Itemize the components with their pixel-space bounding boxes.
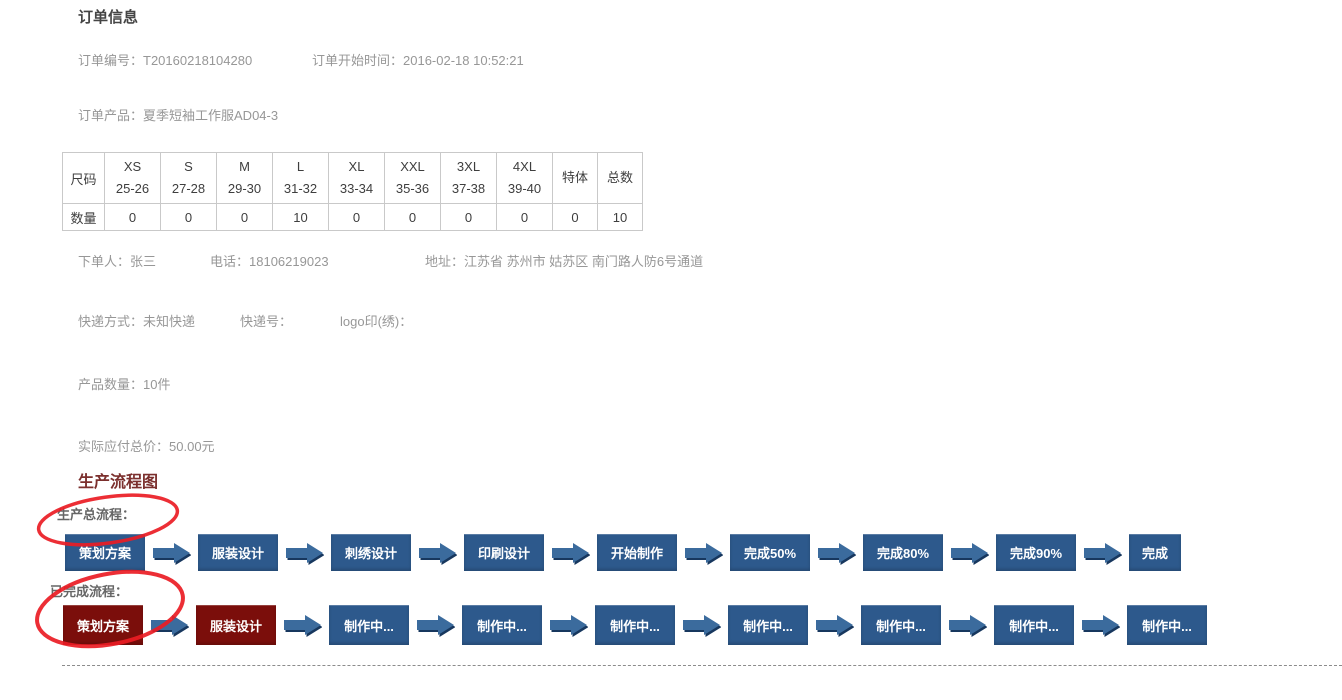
quantity-cell: 0 [104,203,161,231]
flow-arrow-icon [411,540,464,566]
flow-arrow-icon [808,612,861,638]
flow-step-box: 开始制作 [597,534,677,571]
total-price-label: 实际应付总价： [78,439,170,454]
order-product-field: 订单产品：夏季短袖工作服AD04-3 [78,105,278,124]
flow-step-box: 策划方案 [65,534,145,571]
flow-step-box: 制作中... [462,605,542,645]
shipping-method-value: 未知快递 [143,314,196,329]
product-quantity-field: 产品数量：10件 [78,374,170,393]
flow-arrow-icon [542,612,595,638]
order-number-label: 订单编号： [78,53,144,68]
flow-step-box: 制作中... [861,605,941,645]
tracking-number-field: 快递号： [240,311,292,330]
buyer-address-field: 地址：江苏省 苏州市 姑苏区 南门路人防6号通道 [425,251,703,270]
flow-step-box: 制作中... [728,605,808,645]
product-quantity-label: 产品数量： [78,377,144,392]
flow-step-box: 服装设计 [198,534,278,571]
flow-arrow-icon [677,540,730,566]
buyer-name-value: 张三 [130,254,157,269]
buyer-name-field: 下单人：张三 [78,251,156,270]
flow-step-box: 制作中... [994,605,1074,645]
total-price-value: 50.00元 [169,439,215,454]
quantity-cell: 0 [440,203,497,231]
flow-arrow-icon [145,540,198,566]
flow-arrow-icon [409,612,462,638]
flow-total-label: 生产总流程： [57,507,136,522]
flow-step-box: 印刷设计 [464,534,544,571]
page-title: 订单信息 [78,9,139,26]
flow-step-box: 制作中... [329,605,409,645]
buyer-name-label: 下单人： [78,254,131,269]
flow-arrow-icon [675,612,728,638]
quantity-cell: 0 [160,203,217,231]
flow-chart-heading: 生产流程图 [78,474,159,491]
flow-arrow-icon [143,612,196,638]
order-number-field: 订单编号：T20160218104280 [78,50,252,69]
quantity-cell: 0 [328,203,385,231]
order-start-time-value: 2016-02-18 10:52:21 [403,53,524,68]
flow-arrow-icon [941,612,994,638]
quantity-cell: 0 [216,203,273,231]
flow-arrow-icon [1076,540,1129,566]
flow-step-box: 刺绣设计 [331,534,411,571]
size-row-header-cell: 尺码 [62,152,105,204]
flow-arrow-icon [278,540,331,566]
order-product-label: 订单产品： [78,108,144,123]
flow-arrow-icon [1074,612,1127,638]
buyer-address-value: 江苏省 苏州市 姑苏区 南门路人防6号通道 [464,254,704,269]
flow-arrow-icon [276,612,329,638]
size-column-header: 总数 [597,152,643,204]
product-quantity-value: 10件 [143,377,171,392]
tracking-number-label: 快递号： [240,314,293,329]
quantity-cell: 0 [496,203,553,231]
flow-row-total: 策划方案 服装设计 刺绣设计 印刷设计 开始制作 完成50% 完成80% 完成90% 完成 [65,534,1181,571]
flow-arrow-icon [544,540,597,566]
flow-step-box: 服装设计 [196,605,276,645]
total-price-field: 实际应付总价：50.00元 [78,436,215,455]
shipping-method-field: 快递方式：未知快递 [78,311,195,330]
buyer-address-label: 地址： [425,254,465,269]
flow-arrow-icon [810,540,863,566]
flow-step-box: 策划方案 [63,605,143,645]
logo-print-label: logo印(绣)： [340,314,413,329]
logo-print-field: logo印(绣)： [340,311,412,330]
order-number-value: T20160218104280 [143,53,253,68]
flow-step-box: 制作中... [1127,605,1207,645]
flow-step-box: 制作中... [595,605,675,645]
buyer-phone-label: 电话： [210,254,250,269]
flow-step-box: 完成50% [730,534,810,571]
flow-step-box: 完成80% [863,534,943,571]
shipping-method-label: 快递方式： [78,314,144,329]
flow-step-box: 完成90% [996,534,1076,571]
order-product-value: 夏季短袖工作服AD04-3 [143,108,279,123]
quantity-cell: 0 [552,203,598,231]
flow-row-completed: 策划方案 服装设计 制作中... 制作中... 制作中... 制作中... 制作中... 制作… [63,605,1207,645]
quantity-cell: 10 [597,203,643,231]
quantity-cell: 10 [272,203,329,231]
flow-completed-label: 已完成流程： [50,584,129,599]
flow-arrow-icon [943,540,996,566]
buyer-phone-field: 电话：18106219023 [210,251,329,270]
qty-row-header-cell: 数量 [62,203,105,231]
order-start-time-field: 订单开始时间：2016-02-18 10:52:21 [312,50,524,69]
size-column-header: 特体 [552,152,598,204]
dashed-divider [62,665,1342,666]
order-start-time-label: 订单开始时间： [312,53,404,68]
buyer-phone-value: 18106219023 [249,254,329,269]
flow-step-box: 完成 [1129,534,1181,571]
quantity-cell: 0 [384,203,441,231]
